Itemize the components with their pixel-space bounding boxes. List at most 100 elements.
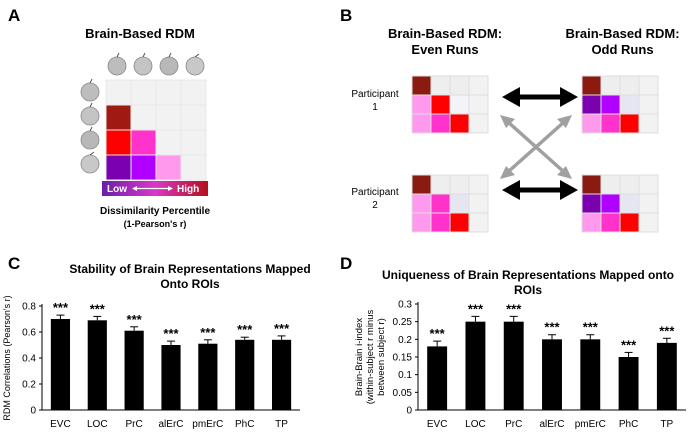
apple-icon-top-2	[133, 52, 153, 76]
rdm-p2-even	[411, 174, 489, 233]
apple-icon-left-4	[80, 151, 100, 174]
bar	[542, 339, 562, 410]
panel-c-letter: C	[8, 254, 21, 273]
legend-low-label: Low	[107, 184, 127, 195]
bar	[465, 321, 486, 410]
rdm-b-cell	[468, 113, 489, 134]
y-axis-label: RDM Correlations (Pearson's r)	[2, 295, 12, 420]
y-tick-label: 0	[406, 406, 412, 417]
significance-label: ***	[583, 320, 599, 335]
bar	[198, 343, 218, 410]
bar	[618, 357, 639, 410]
y-tick-label: 0.8	[22, 302, 36, 313]
y-axis-label: between subject r)	[376, 318, 387, 396]
chart-c-title-line-1: Stability of Brain Representations Mappe…	[69, 262, 311, 276]
significance-label: ***	[506, 301, 522, 316]
x-tick-label: PrC	[126, 419, 143, 430]
between-participant-arrow-up-icon	[500, 115, 572, 179]
rdm-b-cell	[638, 113, 659, 134]
significance-label: ***	[544, 320, 560, 335]
significance-label: ***	[90, 301, 106, 316]
rdm-a-cell	[155, 154, 182, 181]
bar	[235, 339, 255, 410]
apple-icon-left-1	[80, 78, 100, 102]
chart-d-title: Uniqueness of Brain Representations Mapp…	[381, 268, 675, 297]
participant-2-number: 2	[372, 200, 378, 211]
significance-label: ***	[468, 301, 484, 316]
participant-2-label: Participant	[351, 187, 399, 198]
y-axis-label: Brain-Brain i-index	[354, 318, 365, 396]
x-tick-label: pmErC	[575, 419, 606, 430]
rdm-p1-even	[411, 75, 489, 134]
rdm-a-cell	[105, 129, 132, 156]
x-tick-label: LOC	[87, 419, 108, 430]
participant-1-label: Participant	[351, 89, 399, 100]
significance-label: ***	[430, 326, 446, 341]
y-tick-label: 0.3	[398, 300, 412, 311]
significance-label: ***	[274, 321, 290, 336]
y-tick-label: 0.25	[393, 317, 413, 328]
significance-label: ***	[237, 322, 253, 337]
y-axis-label: (within-subject r minus	[365, 310, 376, 405]
legend-high-label: High	[177, 184, 199, 195]
rdm-b-cell	[638, 212, 659, 233]
within-participant-2-arrow-icon	[502, 180, 578, 200]
x-tick-label: PhC	[619, 419, 638, 430]
within-participant-1-arrow-icon	[502, 87, 578, 107]
apple-icon-top-3	[159, 52, 179, 76]
rdm-p2-odd	[581, 174, 659, 233]
significance-label: ***	[200, 325, 216, 340]
panel-b-even-title-2: Even Runs	[411, 42, 479, 57]
legend-arrow-right-icon	[168, 186, 173, 191]
x-tick-label: LOC	[465, 419, 486, 430]
rdm-a-cell	[130, 154, 157, 181]
significance-label: ***	[163, 326, 179, 341]
panel-a-caption: Dissimilarity Percentile	[99, 206, 211, 217]
bar	[503, 321, 524, 410]
bar	[87, 320, 107, 410]
rdm-a-cell	[180, 104, 207, 131]
panel-b-letter: B	[340, 6, 353, 25]
rdm-a-cell	[180, 79, 207, 106]
x-tick-label: EVC	[50, 419, 71, 430]
bar	[271, 339, 292, 410]
panel-a-letter: A	[8, 6, 21, 25]
panel-a-title: Brain-Based RDM	[85, 26, 195, 41]
apple-icon-top-4	[185, 53, 205, 76]
x-tick-label: alErC	[539, 419, 564, 430]
participant-1-number: 1	[372, 102, 378, 113]
bar	[427, 346, 448, 410]
rdm-p1-odd	[581, 75, 659, 134]
rdm-matrix-a	[105, 79, 207, 181]
y-tick-label: 0.05	[393, 388, 413, 399]
y-tick-label: 0	[30, 406, 36, 417]
chart-c-title-line-2: Onto ROIs	[160, 277, 220, 291]
x-tick-label: TP	[660, 419, 673, 430]
y-tick-label: 0.6	[22, 328, 36, 339]
panel-b-odd-title-1: Brain-Based RDM:	[565, 26, 680, 41]
bar	[124, 330, 144, 410]
panel-a-caption-sub: (1-Pearson's r)	[123, 219, 187, 229]
apple-icon-left-2	[80, 102, 100, 126]
bar	[656, 342, 677, 410]
apple-icon-top-1	[107, 52, 127, 76]
panel-b-even-title-1: Brain-Based RDM:	[387, 26, 503, 41]
panel-b-odd-title-2: Odd Runs	[591, 42, 654, 57]
x-tick-label: EVC	[427, 419, 448, 430]
bar	[580, 339, 601, 410]
rdm-a-cell	[180, 154, 207, 181]
panel-d-letter: D	[340, 254, 353, 273]
apple-icon-left-3	[80, 126, 100, 150]
significance-label: ***	[53, 300, 69, 315]
significance-label: ***	[127, 312, 143, 327]
x-tick-label: alErC	[158, 419, 183, 430]
x-tick-label: PrC	[505, 419, 522, 430]
rdm-a-cell	[180, 129, 207, 156]
x-tick-label: pmErC	[192, 419, 223, 430]
bar	[50, 319, 71, 410]
significance-label: ***	[659, 323, 675, 338]
